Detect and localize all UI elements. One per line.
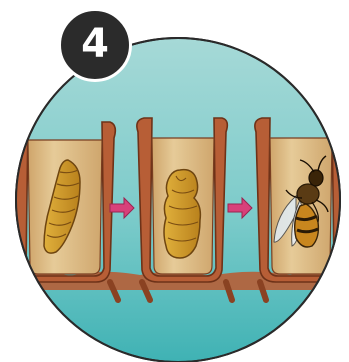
cell-adult-bee — [255, 118, 347, 282]
step-number: 4 — [81, 24, 109, 64]
step-badge: 4 — [58, 8, 132, 82]
pupa-icon — [164, 170, 200, 258]
